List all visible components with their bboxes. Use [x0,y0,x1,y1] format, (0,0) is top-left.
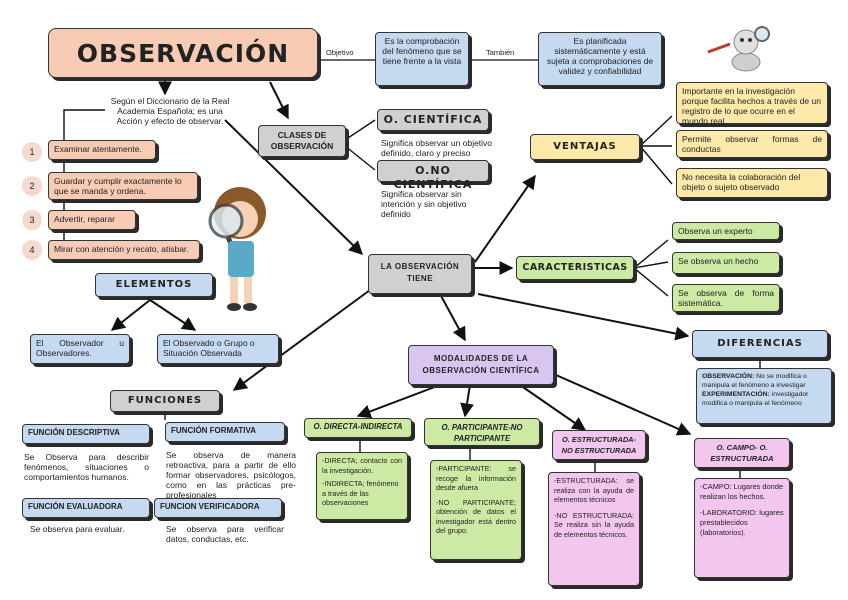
funcion-verificadora-text: Se observa para verificar datos, conduct… [166,524,284,544]
clases-box: CLASES DE OBSERVACIÓN [258,125,346,157]
caracteristicas-box: CARACTERISTICAS [516,256,634,280]
funciones-box: FUNCIONES [110,390,220,412]
ventajas-box: VENTAJAS [530,134,640,160]
participante-detail-box: -PARTICIPANTE: se recoge la información … [430,460,522,560]
participante-box: O. PARTICIPANTE-NO PARTICIPANTE [424,418,540,446]
diferencias-box: DIFERENCIAS [692,330,828,358]
tambien-label: También [486,48,515,57]
center-box: LA OBSERVACIÓN TIENE [368,254,472,294]
objetivo-label: Objetivo [326,48,354,57]
accion-4-box: Mirar con atención y recato, atisbar. [48,240,200,260]
accion-1-box: Examinar atentamente. [48,140,156,160]
participante-text: -PARTICIPANTE: se recoge la información … [436,464,516,492]
diferencia-experimentacion-label: EXPERIMENTACIÓN: [702,391,770,398]
ventaja-1-box: Importante en la investigación porque fa… [676,82,828,126]
campo-text: -CAMPO: Lugares donde realizan los hecho… [700,482,783,501]
accion-3-box: Advertir, reparar [48,210,136,230]
objetivo-box: Es la comprobación del fenómeno que se t… [375,32,469,86]
elemento-observador-box: El Observador u Observadores. [30,334,130,364]
estructurada-detail-box: -ESTRUCTURADA: se realiza con la ayuda d… [548,472,640,586]
modalidades-box: MODALIDADES DE LA OBSERVACIÓN CIENTÍFICA [408,345,554,385]
funcion-evaluadora-text: Se observa para evaluar. [30,524,125,534]
funcion-formativa-box: FUNCIÓN FORMATIVA [165,422,285,442]
funcion-descriptiva-box: FUNCIÓN DESCRIPTIVA [22,424,150,444]
accion-4-number: 4 [22,240,42,260]
no-cientifica-box: O.NO CIENTÍFICA [377,160,489,191]
accion-3-number: 3 [22,210,42,230]
estructurada-box: O. ESTRUCTURADA-NO ESTRUCTURADA [552,430,646,460]
ventaja-3-box: No necesita la colaboración del objeto o… [676,168,828,198]
campo-detail-box: -CAMPO: Lugares donde realizan los hecho… [694,478,790,578]
cientifica-box: O. CIENTÍFICA [377,109,489,131]
directa-text: -DIRECTA; contacto con la investigación. [322,456,402,475]
accion-1-number: 1 [22,142,42,162]
funcion-descriptiva-text: Se Observa para describir fenómenos, sit… [24,452,149,482]
laboratorio-text: -LABORATORIO: lugares prestablecidos (la… [700,508,784,537]
funcion-evaluadora-box: FUNCIÓN EVALUADORA [22,498,150,518]
no-estructurada-text: -NO ESTRUCTURADA: Se realiza sin la ayud… [554,510,634,539]
funcion-formativa-text: Se observa de manera retroactiva, para a… [166,450,296,500]
diferencia-experimentacion-text: investigador modifica o manipula el fenó… [702,391,809,407]
tambien-box: Es planificada sistemáticamente y está s… [538,32,662,86]
elemento-observado-box: El Observado o Grupo o Situación Observa… [157,334,279,364]
funcion-verificadora-box: FUNCION VERIFICADORA [154,498,282,518]
girl-magnifier-illustration [208,187,266,311]
robot-magnifier-illustration [707,26,770,72]
diferencia-observacion-text: No se modifica o manipula el fenómeno a … [702,373,807,389]
directa-indirecta-detail-box: -DIRECTA; contacto con la investigación.… [316,452,408,520]
directa-indirecta-box: O. DIRECTA-INDIRECTA [304,418,412,438]
diferencia-observacion-label: OBSERVACIÓN: [702,373,755,380]
accion-2-number: 2 [22,176,42,196]
accion-2-box: Guardar y cumplir exactamente lo que se … [48,172,198,200]
definicion-text: Según el Diccionario de la Real Academia… [110,96,230,126]
no-participante-text: -NO PARTICIPANTE; obtención de datos el … [436,497,516,536]
diferencias-detail-box: OBSERVACIÓN: No se modifica o manipula e… [696,368,832,424]
caracteristica-3-box: Se observa de forma sistemática. [672,284,780,312]
elementos-box: ELEMENTOS [95,273,213,297]
indirecta-text: -INDIRECTA; fenómeno a través de las obs… [322,479,399,507]
ventaja-2-box: Permite observar formas de conductas [676,130,828,158]
title-box: OBSERVACIÓN [48,28,318,78]
caracteristica-1-box: Observa un experto [672,222,780,240]
cientifica-desc: Significa observar un objetivo definido,… [381,138,493,158]
campo-box: O. CAMPO- O. ESTRUCTURADA [694,438,790,468]
no-cientifica-desc: Significa observar sin intención y sin o… [381,189,467,219]
estructurada-text: -ESTRUCTURADA: se realiza con la ayuda d… [554,476,634,504]
caracteristica-2-box: Se observa un hecho [672,252,780,274]
